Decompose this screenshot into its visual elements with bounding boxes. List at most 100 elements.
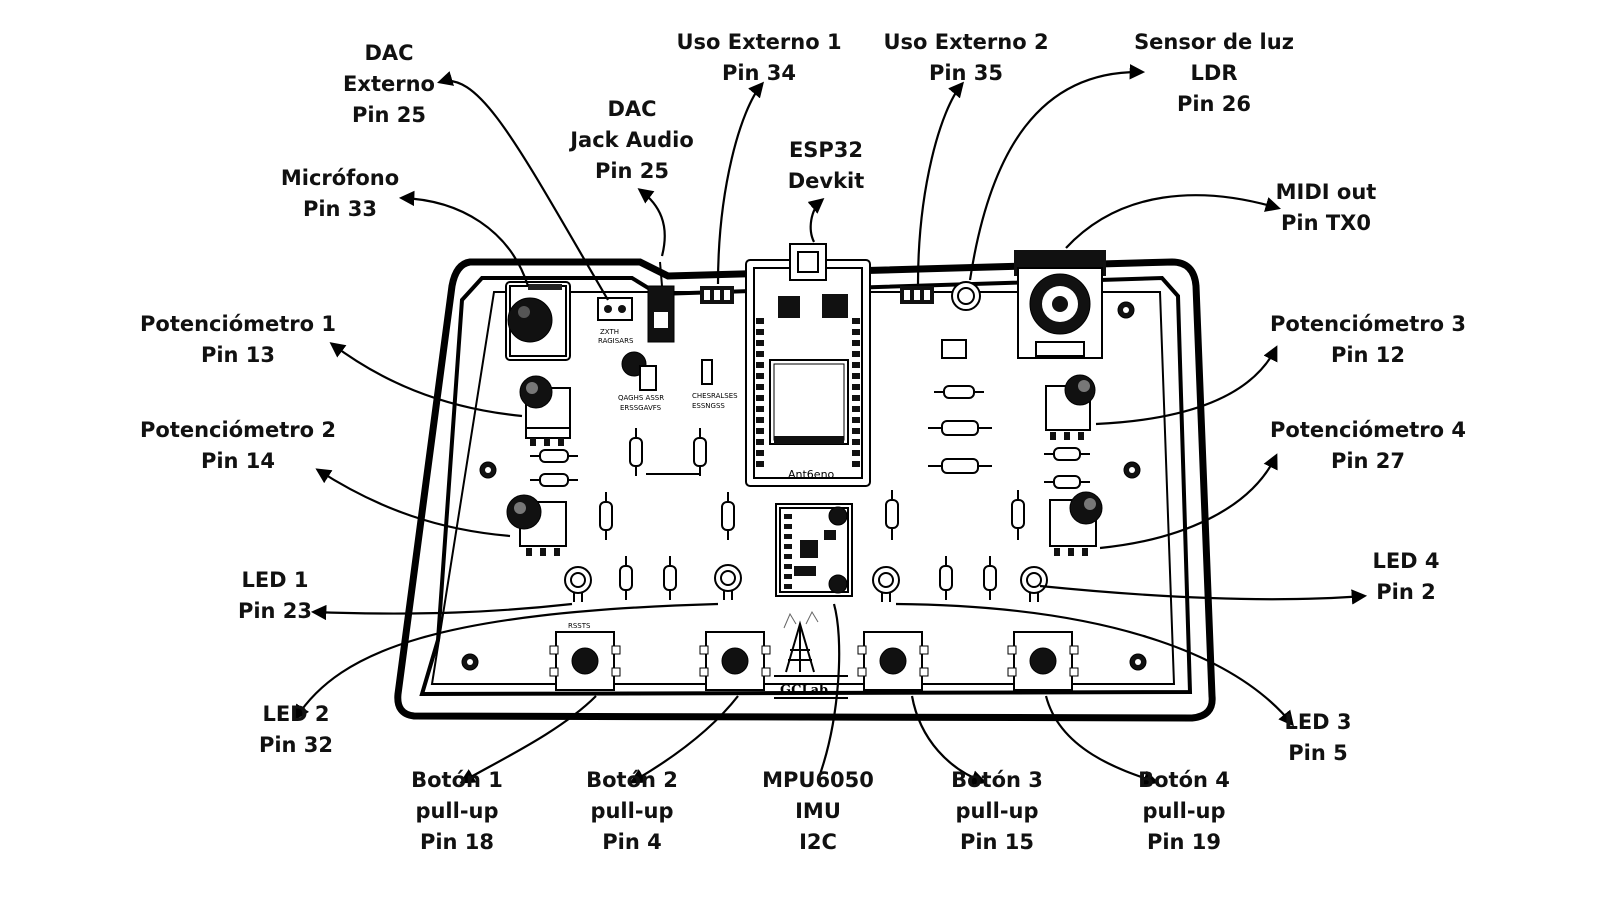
potentiometer-4 [1049,491,1103,556]
pin [756,428,764,434]
midi-connector [1014,250,1106,359]
resistor [934,385,984,399]
pin [852,384,860,390]
resistor [1044,475,1090,489]
pin [852,450,860,456]
pin [784,574,792,579]
pin [852,406,860,412]
resistor [1044,447,1090,461]
pin [784,544,792,549]
connector-mpu6050 [816,603,841,781]
pin [756,384,764,390]
push-button-1: RSSTS [549,622,621,691]
connector-boton3 [910,695,987,786]
led-1 [564,566,592,602]
connector-pot2 [315,468,511,538]
ldr-sensor [941,281,981,359]
enclosure [394,258,1216,722]
header-uso-externo-2 [900,286,934,304]
resistor [619,556,633,600]
microphone-module [505,281,571,361]
connector-led3 [895,602,1294,727]
connector-pot4 [1099,453,1278,550]
svg-text:QAGHS ASSR: QAGHS ASSR [618,394,664,402]
pin [852,362,860,368]
pin [852,329,860,335]
pin [852,351,860,357]
connector-led2 [294,602,719,721]
resistor [629,428,643,476]
audio-jack [647,261,675,343]
pin [852,439,860,445]
svg-text:CHESRALSES: CHESRALSES [692,392,738,400]
pin [756,406,764,412]
connector-led1 [310,602,573,621]
connector-dac-externo [437,71,609,301]
connector-midi-out [1065,194,1281,249]
header-uso-externo-1 [700,286,734,304]
connector-uso-externo-1 [716,81,764,285]
esp32-pins-right [852,318,860,467]
mpu6050-module [775,503,853,597]
svg-text:ERSSGAVFS: ERSSGAVFS [620,404,662,412]
resistor [693,428,707,476]
led-2 [714,564,742,600]
push-button-4 [1007,631,1079,691]
pin [756,351,764,357]
pin [852,373,860,379]
resistor [599,492,613,540]
connectors [294,64,1368,786]
resistor [983,556,997,600]
pin [756,329,764,335]
resistor [663,556,677,600]
potentiometer-2 [506,494,567,556]
pin [852,340,860,346]
connector-sensor-luz [968,64,1146,281]
pin [784,564,792,569]
push-button-3 [857,631,929,691]
pin [756,461,764,467]
potentiometer-1 [519,375,571,446]
pin [756,417,764,423]
pin [852,461,860,467]
resistor [939,556,953,600]
gclab-logo: GCLab. [774,610,848,699]
pin [852,395,860,401]
resistor [721,492,735,540]
resistor [928,458,992,474]
svg-text:ESSNGSS: ESSNGSS [692,402,725,410]
capacitor: QAGHS ASSR ERSSGAVFS CHESRALSES ESSNGSS [618,351,738,412]
pin [852,417,860,423]
pin [756,439,764,445]
pin [756,373,764,379]
mpu6050-pins [784,514,792,589]
logo-text: GCLab. [780,683,833,698]
connector-pot1 [329,342,523,418]
pin [784,554,792,559]
esp32-devkit: Ant6eno [745,243,871,487]
resistors [530,385,1090,600]
connector-pot3 [1095,345,1278,426]
pin [852,428,860,434]
mounting-screws [461,301,1147,671]
connector-led4 [1039,584,1368,605]
pin [784,514,792,519]
potentiometer-3 [1045,374,1096,440]
resistor [530,449,578,463]
esp32-chip-text: Ant6eno [788,468,835,481]
connector-esp32 [807,198,825,243]
